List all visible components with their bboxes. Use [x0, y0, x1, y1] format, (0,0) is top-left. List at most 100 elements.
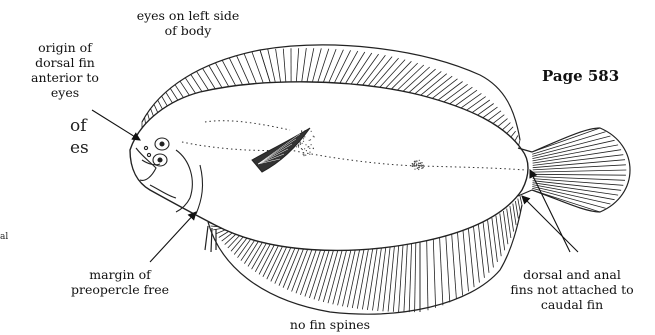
fin-ray	[520, 196, 522, 205]
fin-ray	[406, 69, 436, 95]
fin-ray	[357, 249, 368, 309]
stipple-dot	[296, 146, 297, 147]
fin-ray	[373, 248, 382, 311]
fin-ray	[252, 52, 263, 83]
fin-ray	[276, 49, 281, 82]
label-eyes-left-side: eyes on left side of body	[118, 8, 258, 38]
fin-ray	[409, 244, 411, 313]
fin-ray	[474, 227, 480, 283]
fin-ray	[300, 250, 316, 295]
fin-ray	[329, 50, 344, 83]
label-preopercle: margin of preopercle free	[60, 267, 180, 297]
stipple-dot	[309, 148, 310, 149]
fin-ray	[400, 67, 429, 94]
stipple-dot	[306, 150, 307, 151]
fin-ray	[367, 248, 377, 310]
fin-ray	[507, 209, 511, 238]
fin-ray	[307, 48, 314, 81]
fin-ray	[500, 213, 505, 250]
fin-ray	[533, 165, 626, 170]
stipple-dot	[298, 146, 299, 147]
fin-ray	[532, 187, 610, 205]
fin-ray	[222, 60, 237, 88]
cropped-text-fragment: es	[70, 138, 89, 158]
stipple-dot	[419, 160, 420, 161]
fin-ray	[384, 61, 412, 90]
fin-ray	[433, 239, 435, 308]
fin-ray	[488, 220, 494, 267]
stipple-dot	[311, 131, 312, 132]
fin-ray	[292, 249, 308, 291]
fin-ray	[222, 233, 233, 241]
fin-ray	[228, 236, 240, 248]
fin-ray	[503, 211, 508, 244]
stipple-dot	[309, 152, 310, 153]
stipple-dot	[416, 161, 417, 162]
stipple-dot	[416, 163, 417, 164]
fin-ray	[378, 60, 405, 89]
stipple-dot	[421, 165, 422, 166]
arrow-preopercle	[150, 212, 196, 262]
stipple-dot	[414, 164, 415, 165]
stipple-dot	[304, 136, 305, 137]
page-number: Page 583	[542, 67, 619, 85]
stipple-dot	[422, 167, 423, 168]
fin-ray	[225, 234, 236, 244]
fin-ray	[275, 248, 291, 284]
fin-ray	[513, 204, 516, 226]
stipple-dot	[421, 166, 422, 167]
fin-ray	[440, 238, 443, 306]
fin-ray	[452, 234, 457, 299]
stipple-dot	[412, 166, 413, 167]
fin-ray	[446, 236, 450, 303]
fin-ray	[229, 58, 243, 87]
fin-ray	[296, 250, 312, 294]
cropped-text-fragment: al	[0, 232, 8, 242]
fin-ray	[283, 49, 286, 82]
stipple-dot	[418, 165, 419, 166]
fin-ray	[399, 245, 403, 312]
fin-ray	[302, 48, 307, 81]
fin-ray	[373, 58, 399, 88]
stipple-dot	[303, 138, 304, 139]
fin-ray	[518, 199, 521, 212]
fin-ray	[378, 247, 386, 311]
stipple-dot	[309, 140, 310, 141]
fin-ray	[395, 65, 424, 93]
stipple-dot	[422, 162, 423, 163]
stipple-dot	[415, 161, 416, 162]
stipple-dot	[419, 165, 420, 166]
fin-ray	[458, 232, 463, 295]
stipple-dot	[305, 144, 306, 145]
fin-ray	[305, 250, 321, 296]
stipple-dot	[300, 143, 301, 144]
stipple-dot	[414, 166, 415, 167]
stipple-dot	[301, 130, 302, 131]
fin-ray	[279, 248, 295, 286]
stipple-dot	[311, 144, 312, 145]
stipple-dot	[414, 169, 415, 170]
stipple-dot	[416, 165, 417, 166]
stipple-dot	[418, 163, 419, 164]
stipple-dot	[414, 163, 415, 164]
stipple-dot	[298, 144, 299, 145]
fin-ray	[367, 57, 392, 87]
fin-ray	[237, 56, 250, 85]
fin-ray	[463, 231, 469, 292]
fin-ray	[533, 174, 626, 175]
fin-ray	[515, 201, 518, 218]
cropped-text-fragment: of	[70, 116, 87, 136]
fin-ray	[213, 228, 222, 230]
stipple-dot	[419, 167, 420, 168]
stipple-dot	[418, 169, 419, 170]
fin-ray	[393, 246, 398, 312]
fin-ray	[231, 237, 243, 251]
fin-ray	[427, 241, 428, 311]
stipple-dot	[412, 163, 413, 164]
fin-ray	[532, 128, 600, 152]
fin-ray	[362, 249, 372, 310]
fin-ray	[496, 216, 501, 257]
stipple-dot	[304, 148, 305, 149]
stipple-dot	[308, 146, 309, 147]
fin-ray	[323, 49, 336, 82]
